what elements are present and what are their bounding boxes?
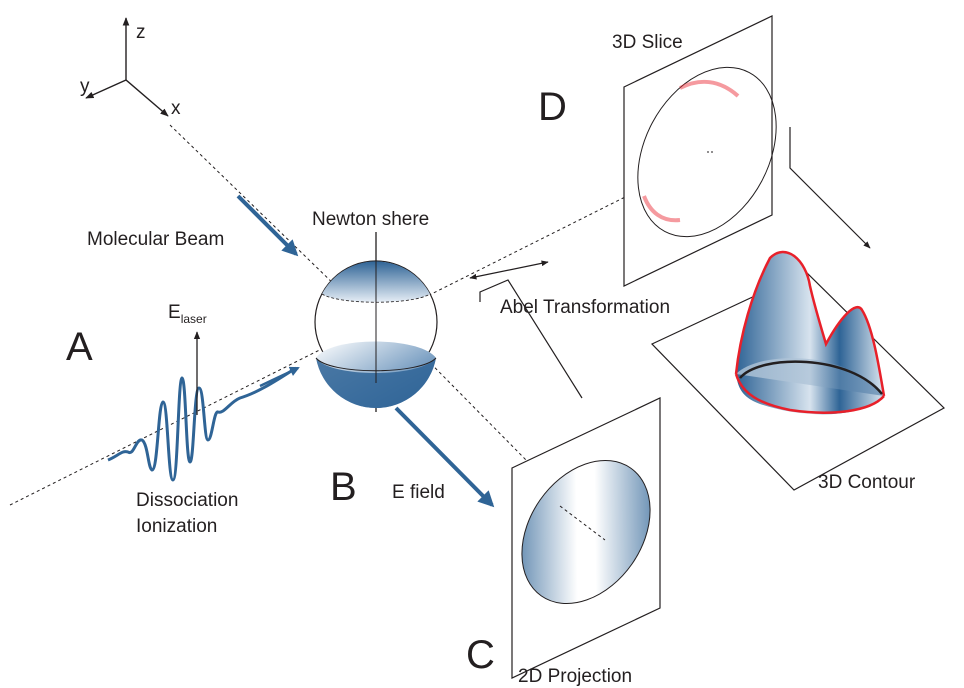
panel-label-a: A xyxy=(66,325,93,369)
molecular-beam-path xyxy=(169,124,341,291)
e-field-label: E field xyxy=(392,482,445,503)
coordinate-axes xyxy=(85,17,169,117)
abel-double-arrow xyxy=(469,260,549,280)
ionization-label: Ionization xyxy=(136,516,217,537)
laser-pulse-wave xyxy=(107,366,297,482)
contour-surface xyxy=(650,250,945,491)
panel-label-d: D xyxy=(538,85,567,129)
newton-sphere xyxy=(314,232,438,412)
projection-plane xyxy=(511,397,661,679)
slice-to-contour-arrow xyxy=(789,127,871,249)
panel-label-c: C xyxy=(466,633,495,677)
molecular-beam-label: Molecular Beam xyxy=(87,229,224,250)
axis-y-label: y xyxy=(80,76,90,97)
abel-bracket xyxy=(479,279,583,399)
projection-label: 2D Projection xyxy=(518,666,632,687)
newton-sphere-label: Newton shere xyxy=(312,209,429,230)
panel-label-b: B xyxy=(330,465,357,509)
e-laser-label: Elaser xyxy=(168,302,207,326)
dissociation-label: Dissociation xyxy=(136,490,238,511)
axis-z-label: z xyxy=(136,22,146,43)
molecular-beam-arrow xyxy=(236,194,299,257)
axis-x-label: x xyxy=(171,98,181,119)
abel-transformation-label: Abel Transformation xyxy=(500,297,670,318)
slice-label: 3D Slice xyxy=(612,32,683,53)
contour-label: 3D Contour xyxy=(818,472,916,493)
e-field-arrow xyxy=(394,406,495,508)
slice-plane xyxy=(623,15,777,287)
laser-direction-arrow xyxy=(259,366,300,388)
